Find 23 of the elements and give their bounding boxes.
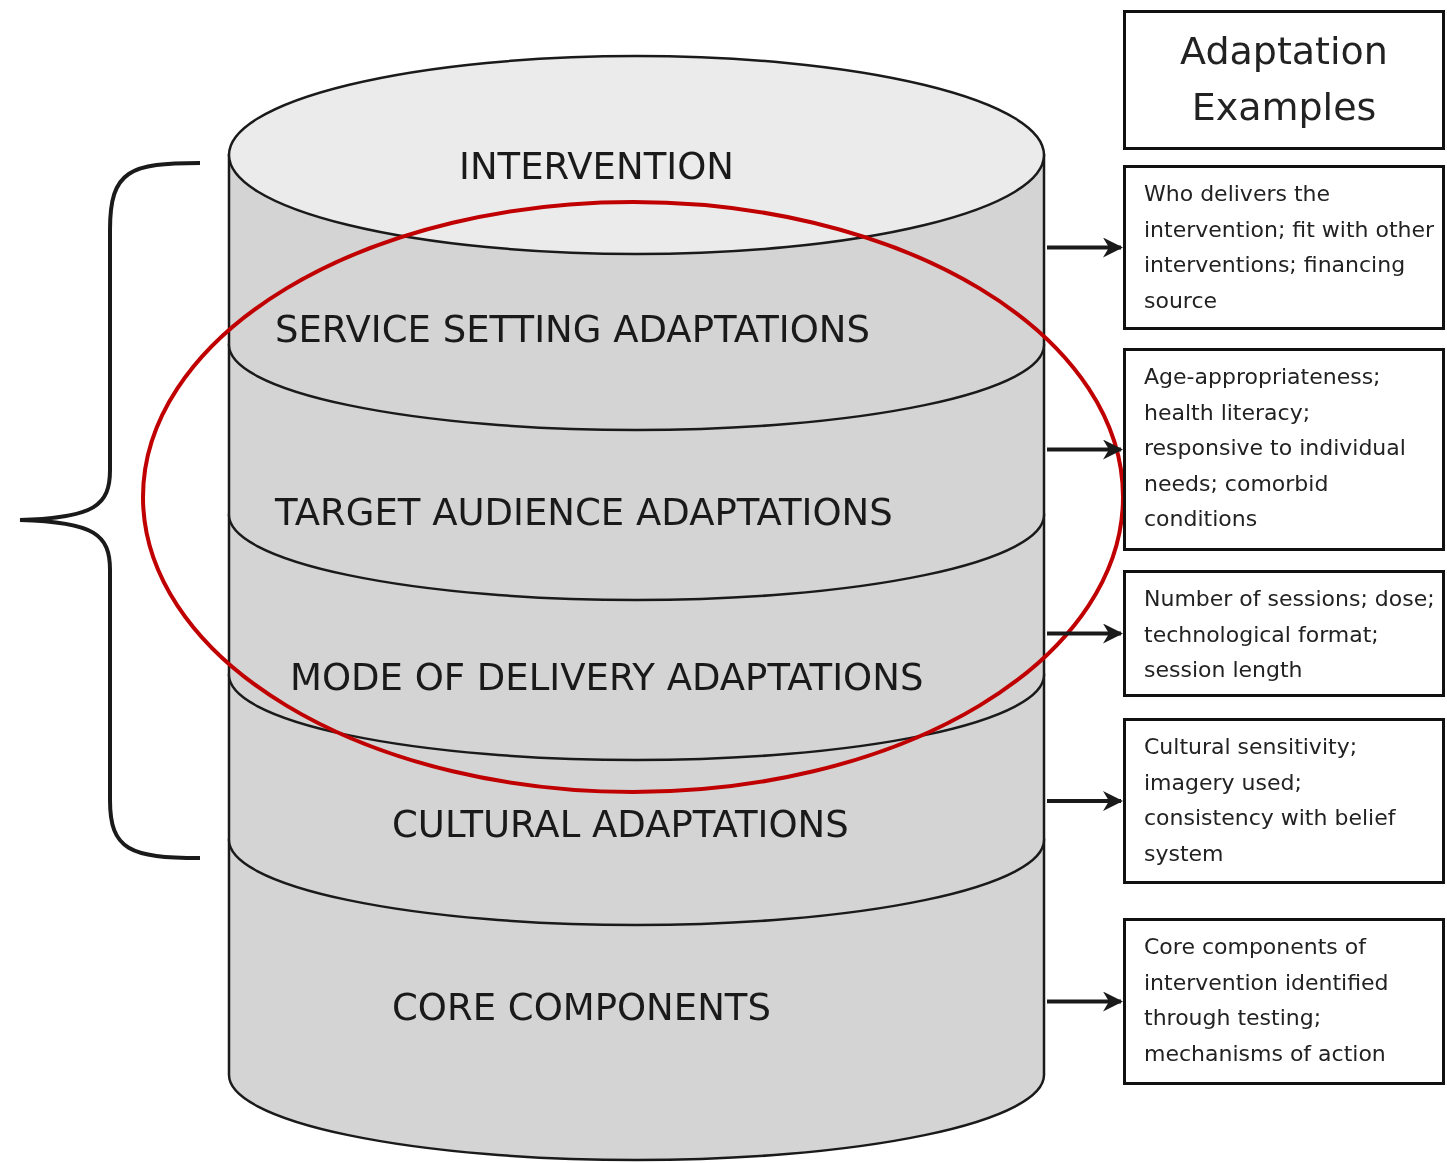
layer-label: CORE COMPONENTS (392, 986, 771, 1030)
example-box (1123, 718, 1445, 884)
example-box (1123, 570, 1445, 697)
arrow (1047, 991, 1123, 1012)
layer-label: SERVICE SETTING ADAPTATIONS (275, 308, 870, 352)
example-box (1123, 165, 1445, 330)
heading-box (1123, 10, 1445, 150)
example-text: Who delivers the intervention; fit with other interventions; financing source (1144, 180, 1436, 315)
layer-label: CULTURAL ADAPTATIONS (392, 803, 849, 847)
layer-label: MODE OF DELIVERY ADAPTATIONS (290, 656, 924, 700)
arrow (1047, 237, 1123, 258)
example-box (1123, 348, 1445, 551)
arrow (1047, 623, 1123, 644)
heading: Adaptation Examples (1179, 28, 1389, 131)
arrow (1047, 791, 1123, 811)
layer-label: INTERVENTION (458, 145, 735, 189)
example-text: Core components of intervention identified through testing; mechanisms of action (1144, 933, 1390, 1068)
example-text: Number of sessions; dose; technological format; session length (1144, 585, 1436, 684)
arrow (1047, 439, 1123, 460)
example-box (1123, 918, 1445, 1085)
example-text: Cultural sensitivity; imagery used; consistency with belief system (1144, 733, 1397, 868)
example-text: Age-appropriateness; health literacy; responsive to individual needs; comorbid conditions (1144, 363, 1407, 533)
layer-label: TARGET AUDIENCE ADAPTATIONS (275, 491, 893, 535)
